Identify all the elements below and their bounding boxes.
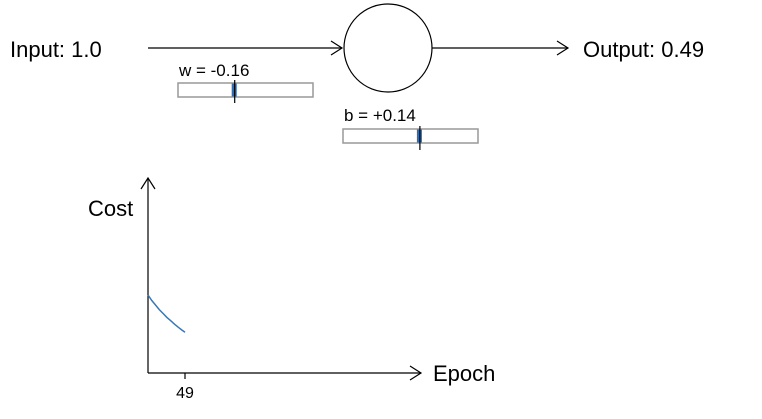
y-axis [140,176,156,373]
x-axis [148,365,423,381]
bias-slider-track[interactable] [342,128,479,144]
input-label: Input: 1.0 [10,37,102,62]
bias-slider-label: b = +0.14 [344,106,416,125]
neuron-node [343,3,433,93]
input-arrow [148,40,344,56]
y-axis-label: Cost [88,196,133,221]
weight-slider[interactable]: w = -0.16 [177,61,314,103]
weight-slider-track[interactable] [177,82,314,98]
x-tick-label: 49 [176,385,194,402]
series-layer [147,294,186,333]
bias-slider[interactable]: b = +0.14 [342,106,479,150]
cost-series-line [147,294,186,333]
cost-chart: Cost Epoch 49 [88,176,495,402]
output-label: Output: 0.49 [583,37,704,62]
x-axis-label: Epoch [433,361,495,386]
output-arrow [432,40,570,56]
weight-slider-label: w = -0.16 [178,61,249,80]
